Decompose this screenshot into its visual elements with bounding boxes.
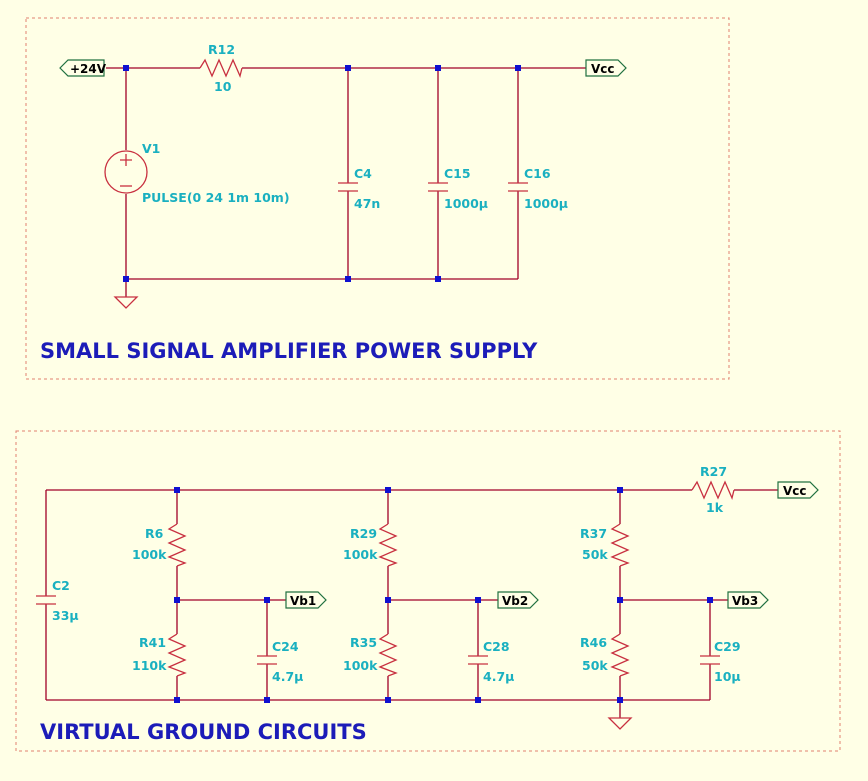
r46-ref: R46 (580, 635, 607, 650)
r12-ref: R12 (208, 42, 235, 57)
r37-ref: R37 (580, 526, 607, 541)
resistor-r29[interactable]: R29 100k (343, 523, 398, 567)
net-flag-vb3[interactable]: Vb3 (727, 591, 769, 609)
c28-value: 4.7µ (483, 669, 514, 684)
power-supply-wires (106, 67, 586, 297)
net-label-vb3: Vb3 (732, 594, 758, 608)
capacitor-c2[interactable]: C2 33µ (36, 578, 79, 623)
v1-value: PULSE(0 24 1m 10m) (142, 190, 290, 205)
net-label-vb2: Vb2 (502, 594, 528, 608)
virtual-ground-title: VIRTUAL GROUND CIRCUITS (40, 720, 367, 744)
c2-ref: C2 (52, 578, 70, 593)
r41-ref: R41 (139, 635, 166, 650)
power-supply-title: SMALL SIGNAL AMPLIFIER POWER SUPPLY (40, 339, 538, 363)
virtual-ground-nodes (174, 487, 713, 703)
ground-symbol-bottom (607, 717, 633, 730)
v1-ref: V1 (142, 141, 160, 156)
c16-ref: C16 (524, 166, 551, 181)
resistor-r6[interactable]: R6 100k (132, 523, 187, 567)
c16-value: 1000µ (524, 196, 568, 211)
r6-value: 100k (132, 547, 167, 562)
c4-value: 47n (354, 196, 380, 211)
c29-ref: C29 (714, 639, 741, 654)
r35-ref: R35 (350, 635, 377, 650)
net-flag-vb1[interactable]: Vb1 (285, 591, 327, 609)
resistor-r27[interactable]: R27 1k (691, 464, 735, 515)
r12-value: 10 (214, 79, 232, 94)
r29-ref: R29 (350, 526, 377, 541)
c24-ref: C24 (272, 639, 299, 654)
r37-value: 50k (582, 547, 608, 562)
net-flag-vcc-bottom[interactable]: Vcc (777, 481, 819, 499)
ground-symbol-top (113, 296, 139, 309)
capacitor-c28[interactable]: C28 4.7µ (468, 639, 514, 684)
r46-value: 50k (582, 658, 608, 673)
c24-value: 4.7µ (272, 669, 303, 684)
resistor-r12[interactable]: R12 10 (199, 42, 243, 94)
r41-value: 110k (132, 658, 167, 673)
c28-ref: C28 (483, 639, 510, 654)
net-flag-vcc-top[interactable]: Vcc (585, 59, 627, 77)
voltage-source-v1[interactable]: V1 PULSE(0 24 1m 10m) (104, 141, 290, 205)
virtual-ground-wires (45, 489, 778, 718)
r29-value: 100k (343, 547, 378, 562)
r27-value: 1k (706, 500, 724, 515)
r27-ref: R27 (700, 464, 727, 479)
c2-value: 33µ (52, 608, 79, 623)
virtual-ground-frame (15, 430, 841, 752)
resistor-r35[interactable]: R35 100k (343, 633, 398, 677)
c15-ref: C15 (444, 166, 471, 181)
c15-value: 1000µ (444, 196, 488, 211)
resistor-r46[interactable]: R46 50k (580, 633, 630, 677)
r35-value: 100k (343, 658, 378, 673)
capacitor-c15[interactable]: C15 1000µ (428, 166, 488, 211)
net-label-vcc-top: Vcc (591, 62, 615, 76)
c29-value: 10µ (714, 669, 741, 684)
c4-ref: C4 (354, 166, 372, 181)
net-label-24v: +24V (70, 62, 107, 76)
capacitor-c4[interactable]: C4 47n (338, 166, 380, 211)
capacitor-c16[interactable]: C16 1000µ (508, 166, 568, 211)
power-supply-frame (25, 17, 730, 380)
resistor-r41[interactable]: R41 110k (132, 633, 187, 677)
r6-ref: R6 (145, 526, 164, 541)
net-flag-vb2[interactable]: Vb2 (497, 591, 539, 609)
capacitor-c29[interactable]: C29 10µ (700, 639, 741, 684)
net-label-vb1: Vb1 (290, 594, 316, 608)
net-label-vcc-bottom: Vcc (783, 484, 807, 498)
resistor-r37[interactable]: R37 50k (580, 523, 630, 567)
capacitor-c24[interactable]: C24 4.7µ (257, 639, 303, 684)
net-flag-24v[interactable]: +24V (59, 59, 107, 77)
power-supply-nodes (123, 65, 521, 282)
